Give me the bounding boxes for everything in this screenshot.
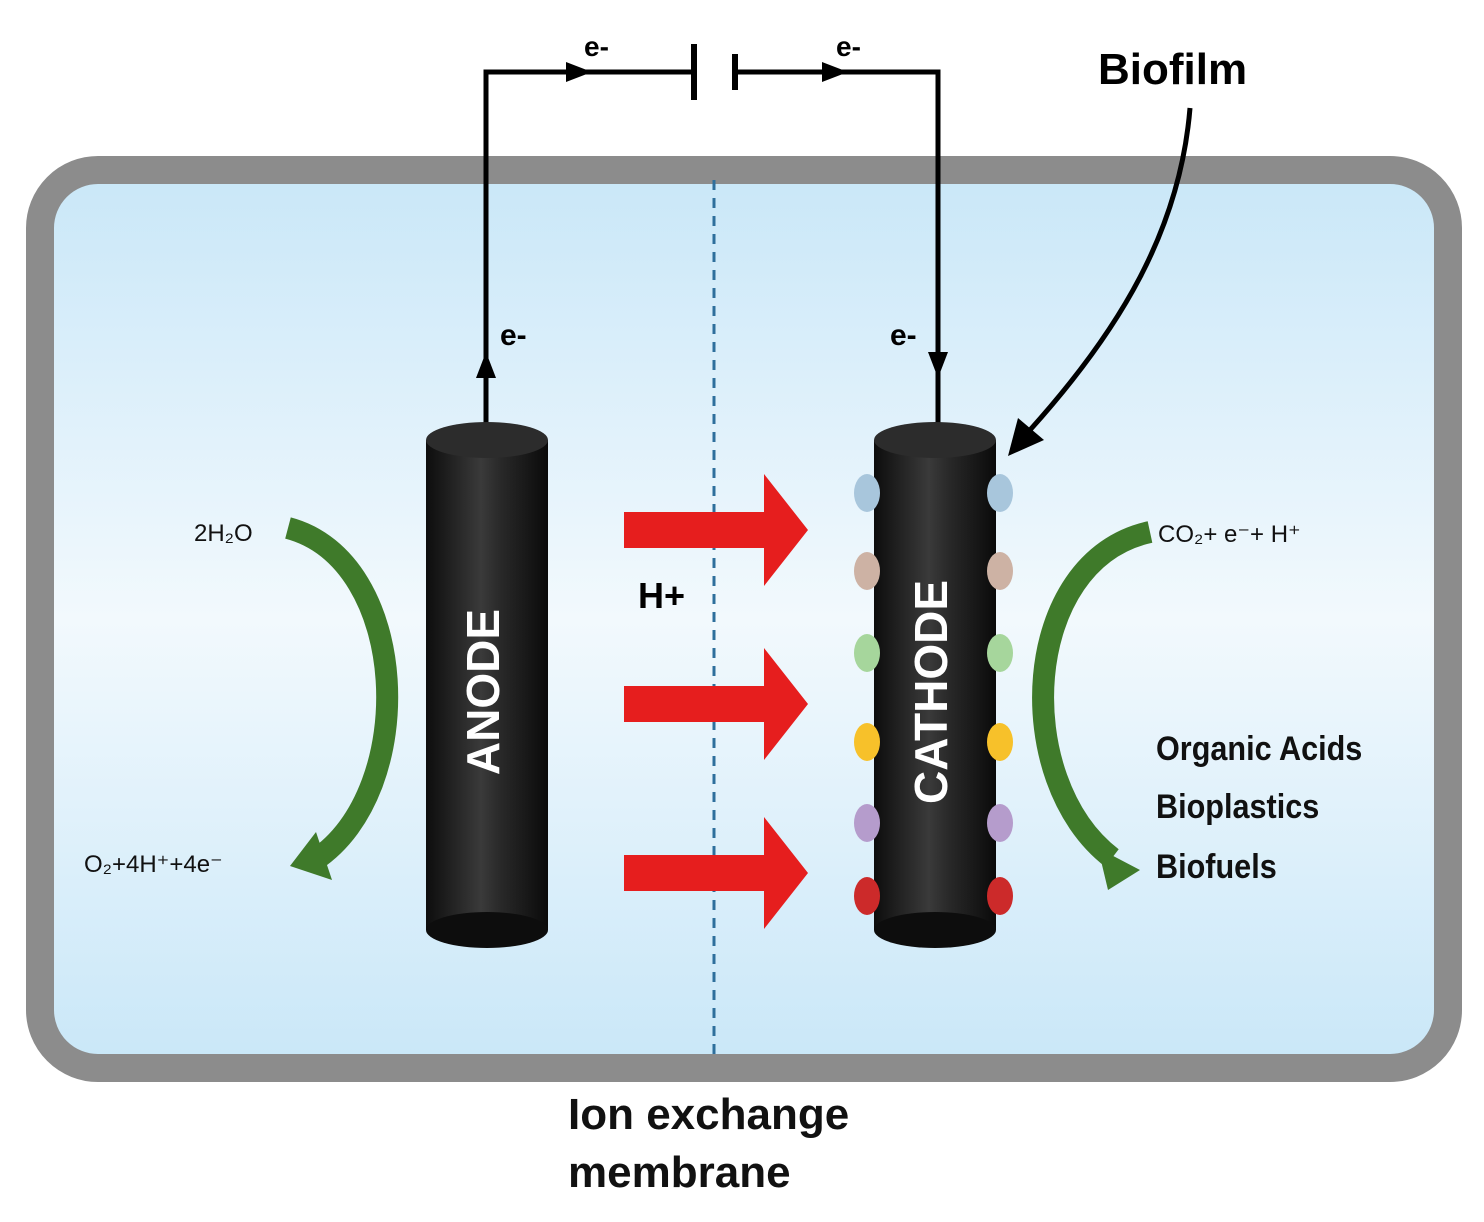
cathode-reactant-label: CO₂+ e⁻+ H⁺ — [1158, 521, 1301, 548]
membrane-label-line2: membrane — [568, 1148, 791, 1197]
biofilm-label: Biofilm — [1098, 45, 1247, 94]
cathode-reaction-arrow — [1032, 521, 1153, 890]
cathode-product-biofuels: Biofuels — [1156, 848, 1277, 886]
biofilm-pointer — [1028, 107, 1193, 432]
biofilm-microbe-right-6 — [987, 877, 1013, 915]
anode-reaction-arrow — [284, 517, 399, 880]
membrane-label-line1: Ion exchange — [568, 1090, 850, 1139]
biofilm-microbe-left-5 — [854, 804, 880, 842]
biofilm-microbe-right-5 — [987, 804, 1013, 842]
anode-product-label: O₂+4H⁺+4e⁻ — [84, 851, 223, 878]
biofilm-microbe-left-1 — [854, 474, 880, 512]
biofilm-microbe-left-2 — [854, 552, 880, 590]
proton-arrow-3 — [624, 817, 808, 929]
cathode-electrode: CATHODE — [874, 422, 996, 948]
biofilm-microbes — [854, 474, 1013, 915]
anode-reactant-label: 2H₂O — [194, 520, 253, 547]
cathode-product-organic-acids: Organic Acids — [1156, 730, 1363, 768]
electron-label-anode: e- — [500, 319, 527, 352]
cathode-wire — [735, 69, 941, 440]
cathode-label: CATHODE — [905, 580, 957, 804]
reactor-frame — [26, 156, 1462, 1082]
proton-label: H+ — [638, 575, 685, 616]
biofilm-pointer-arrowhead — [1008, 418, 1044, 456]
electron-label-cathode: e- — [890, 319, 917, 352]
biofilm-microbe-right-1 — [987, 474, 1013, 512]
proton-arrow-1 — [624, 474, 808, 586]
electron-arrow-anode-up — [476, 352, 496, 378]
proton-arrow-2 — [624, 648, 808, 760]
anode-label: ANODE — [457, 609, 509, 775]
electron-label-top-right: e- — [836, 31, 861, 62]
electron-label-top-left: e- — [584, 31, 609, 62]
biofilm-microbe-left-6 — [854, 877, 880, 915]
biofilm-microbe-right-4 — [987, 723, 1013, 761]
electron-arrow-top-left — [566, 62, 592, 82]
electron-arrow-top-right — [822, 62, 848, 82]
anode-electrode: ANODE — [426, 422, 548, 948]
biofilm-microbe-left-4 — [854, 723, 880, 761]
proton-arrows — [624, 474, 808, 929]
cathode-product-bioplastics: Bioplastics — [1156, 788, 1320, 826]
biofilm-microbe-left-3 — [854, 634, 880, 672]
biofilm-microbe-right-3 — [987, 634, 1013, 672]
electron-arrow-cathode-down — [928, 352, 948, 378]
external-circuit — [483, 69, 941, 440]
anode-wire — [483, 69, 694, 440]
biofilm-microbe-right-2 — [987, 552, 1013, 590]
